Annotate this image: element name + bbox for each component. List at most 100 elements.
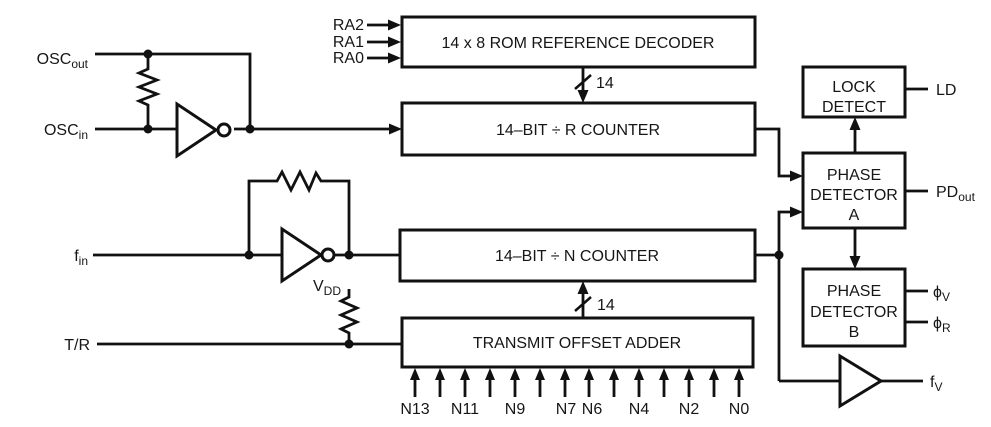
n-counter-block: 14–BIT ÷ N COUNTER <box>398 228 757 283</box>
offset-adder-box <box>400 316 755 369</box>
n-input-label: N13 <box>400 401 429 418</box>
tr-label: T/R <box>64 337 90 354</box>
ra1-label: RA1 <box>333 34 364 51</box>
arrowheads <box>388 19 861 380</box>
pdb-label-line2: DETECTOR <box>810 304 898 321</box>
pda-label-line1: PHASE <box>827 167 881 184</box>
n-input-label: N6 <box>582 401 603 418</box>
phi-v-label-sub: V <box>942 290 950 304</box>
junction-dot <box>344 250 354 260</box>
vdd-label-base: V <box>313 278 324 295</box>
rom-decoder-box <box>400 15 757 69</box>
n-input-label: N2 <box>679 401 700 418</box>
vdd-label-sub: DD <box>324 284 342 298</box>
bus-width-label-top: 14 <box>596 75 614 92</box>
pin-labels: OSCout OSCin fin T/R VDD RA2 RA1 RA0 LD … <box>37 17 976 394</box>
osc-inverter-symbol <box>175 101 232 159</box>
fin-label-sub: in <box>79 254 88 268</box>
fin-label-base: f <box>74 248 79 265</box>
ra2-label: RA2 <box>333 17 364 34</box>
junction-dot <box>774 250 784 260</box>
arrowhead-osc <box>389 123 402 135</box>
n-input-label: N9 <box>505 401 526 418</box>
n-counter-box <box>398 228 757 283</box>
wire-n-to-pda <box>777 210 792 381</box>
fv-label-base: f <box>930 374 935 391</box>
arrowhead-ra2 <box>388 19 401 31</box>
phi-r-label: ϕR <box>933 315 951 335</box>
vdd-pullup-resistor-icon <box>337 289 361 343</box>
junction-dot <box>344 339 354 349</box>
arrowhead-ra0 <box>388 52 401 64</box>
phi-r-label-base: ϕ <box>933 315 942 332</box>
pdb-label-line3: B <box>849 324 860 341</box>
phase-detector-b-box <box>801 267 907 348</box>
rom-decoder-label: 14 x 8 ROM REFERENCE DECODER <box>442 35 715 52</box>
junction-dots <box>143 49 784 349</box>
osc-out-label-sub: out <box>71 57 88 71</box>
wire-r-counter-to-pda <box>755 127 792 178</box>
phi-r-label-sub: R <box>942 321 951 335</box>
junction-dot <box>244 250 254 260</box>
inverter-triangle-icon <box>280 226 324 284</box>
arrowhead-pda-to-pdb <box>849 256 861 269</box>
bus-slash-bottom-icon <box>574 296 592 312</box>
lock-detect-label-line2: DETECT <box>822 99 886 116</box>
n-input-arrowheads <box>410 368 744 380</box>
osc-out-label-base: OSC <box>37 51 72 68</box>
n-counter-label: 14–BIT ÷ N COUNTER <box>495 248 659 265</box>
fin-inverter-symbol <box>280 226 336 284</box>
n-input-label: N7 <box>556 401 577 418</box>
lock-detect-block: LOCK DETECT <box>801 65 907 119</box>
pda-label-line3: A <box>849 207 860 224</box>
ra0-label: RA0 <box>333 50 364 67</box>
n-input-label: N4 <box>629 401 650 418</box>
junction-dot <box>143 124 153 134</box>
n-input-labels: N13 N11 N9 N7 N6 N4 N2 N0 <box>400 401 749 418</box>
arrowhead-pda-to-lock <box>849 117 861 130</box>
phase-detector-a-block: PHASE DETECTOR A <box>801 151 907 230</box>
pdb-label-line1: PHASE <box>827 283 881 300</box>
pda-label-line2: DETECTOR <box>810 187 898 204</box>
arrowhead-n-to-pda <box>790 206 803 218</box>
bus-width-label-bottom: 14 <box>597 297 615 314</box>
osc-in-label: OSCin <box>44 122 88 142</box>
inverter-bubble-icon <box>216 122 232 138</box>
offset-adder-label: TRANSMIT OFFSET ADDER <box>473 335 681 352</box>
rom-decoder-block: 14 x 8 ROM REFERENCE DECODER <box>400 15 757 69</box>
pdout-label-sub: out <box>958 190 975 204</box>
r-counter-block: 14–BIT ÷ R COUNTER <box>400 101 757 157</box>
osc-out-label: OSCout <box>37 51 89 71</box>
fin-feedback-resistor-icon <box>247 168 351 255</box>
lock-detect-label-line1: LOCK <box>832 79 876 96</box>
fv-label: fV <box>930 374 942 394</box>
n-input-label: N0 <box>729 401 750 418</box>
wire-osc-out <box>95 52 252 129</box>
vdd-label: VDD <box>313 278 341 298</box>
pdout-label: PDout <box>936 184 976 204</box>
n-input-label: N11 <box>451 401 479 418</box>
r-counter-box <box>400 101 757 157</box>
osc-feedback-resistor-icon <box>135 56 161 127</box>
bus-slash-top-icon <box>574 74 592 90</box>
n-input-wires <box>413 378 741 397</box>
phi-v-label-base: ϕ <box>933 284 942 301</box>
fv-label-sub: V <box>934 380 942 394</box>
pdout-label-base: PD <box>936 184 958 201</box>
fv-buffer-symbol <box>838 353 884 409</box>
r-counter-label: 14–BIT ÷ R COUNTER <box>496 122 660 139</box>
lock-detect-box <box>801 65 907 119</box>
arrowhead-bus-bottom <box>577 281 589 294</box>
phase-detector-b-block: PHASE DETECTOR B <box>801 267 907 348</box>
offset-adder-block: TRANSMIT OFFSET ADDER <box>400 316 755 369</box>
osc-in-label-sub: in <box>79 128 88 142</box>
arrowhead-ra1 <box>388 36 401 48</box>
arrowhead-bus-top <box>577 90 589 103</box>
inverter-triangle-icon <box>175 101 219 159</box>
junction-dot <box>245 124 255 134</box>
junction-dot <box>143 49 153 59</box>
inverter-bubble-icon <box>320 247 336 263</box>
arrowhead-r-to-pda <box>790 170 803 182</box>
